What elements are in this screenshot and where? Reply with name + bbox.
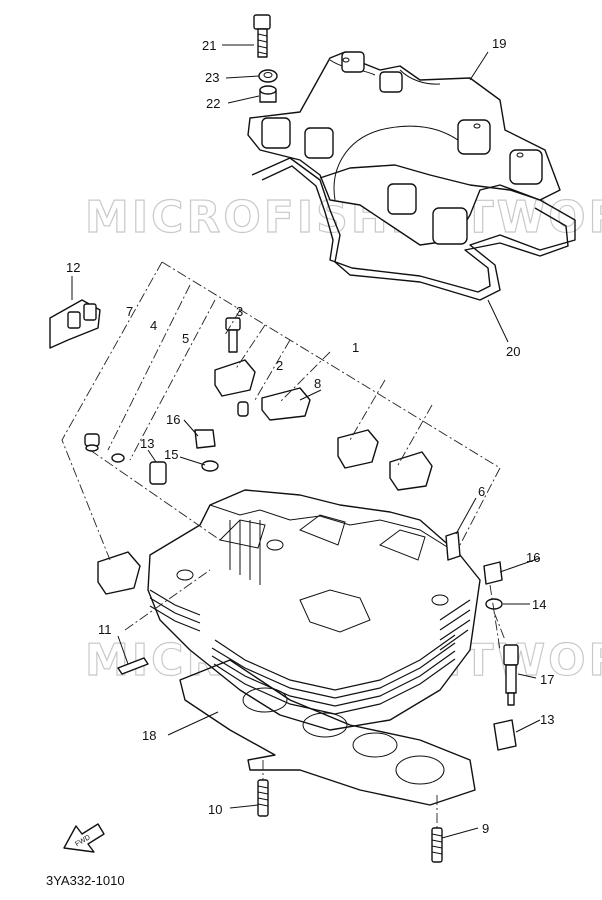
callout-12: 12 (66, 260, 80, 275)
callout-21: 21 (202, 38, 216, 53)
leader-lines (71, 44, 541, 839)
callout-2: 2 (276, 358, 283, 373)
callout-18: 18 (142, 728, 156, 743)
callout-19: 19 (492, 36, 506, 51)
callout-16-left: 16 (166, 412, 180, 427)
callout-8: 8 (314, 376, 321, 391)
callout-10: 10 (208, 802, 222, 817)
callout-13-left: 13 (140, 436, 154, 451)
callout-6: 6 (478, 484, 485, 499)
washer-23 (258, 69, 278, 83)
phantom-lines (61, 261, 506, 828)
callout-20: 20 (506, 344, 520, 359)
stud-bolt-9 (431, 827, 443, 863)
head-cover-gasket (251, 157, 576, 301)
callout-13-right: 13 (540, 712, 554, 727)
callout-9: 9 (482, 821, 489, 836)
stud-bolt-10 (257, 779, 269, 817)
callout-23: 23 (205, 70, 219, 85)
drawing-reference-code: 3YA332-1010 (46, 873, 125, 888)
right-side-parts (445, 531, 519, 751)
callout-5: 5 (182, 331, 189, 346)
forward-arrow-icon: FWD (63, 823, 105, 853)
nut-22 (259, 85, 277, 103)
callout-14: 14 (532, 597, 546, 612)
callout-15: 15 (164, 447, 178, 462)
bracket-12 (49, 299, 101, 349)
cylinder-head-cover (247, 51, 561, 246)
callout-labels: 21 23 22 19 20 12 3 7 4 5 2 1 8 16 13 15… (66, 36, 554, 836)
callout-1: 1 (352, 340, 359, 355)
callout-11: 11 (98, 622, 112, 637)
callout-22: 22 (206, 96, 220, 111)
cylinder-head (147, 489, 481, 731)
callout-4: 4 (150, 318, 157, 333)
callout-3: 3 (236, 304, 243, 319)
callout-16-right: 16 (526, 550, 540, 565)
bolt-21 (253, 14, 271, 58)
upper-small-parts (84, 317, 433, 675)
callout-17: 17 (540, 672, 554, 687)
cylinder-head-gasket (179, 659, 476, 806)
callout-7: 7 (126, 304, 133, 319)
